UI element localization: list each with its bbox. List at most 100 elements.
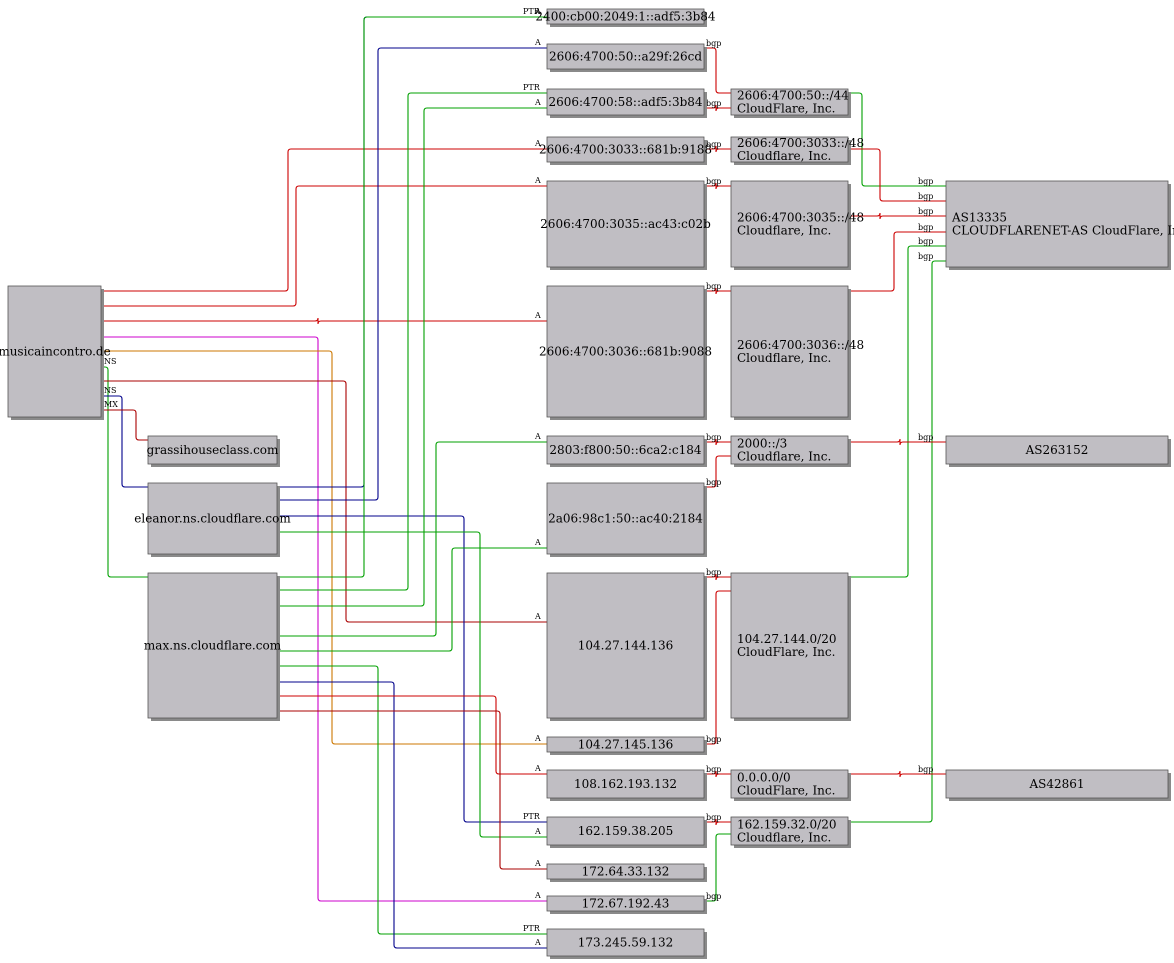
edge-label: A [534, 98, 541, 107]
edge-label: bgp [918, 207, 933, 216]
edge-label: bgp [706, 140, 721, 149]
edge-label: A [534, 538, 541, 547]
node-ip4[interactable]: 2606:4700:3033::681b:9188 [539, 136, 712, 165]
edge-line [704, 573, 731, 581]
node-ip9[interactable]: 104.27.144.136 [546, 572, 707, 721]
edge-max-ip1: A [277, 7, 547, 578]
node-ip7[interactable]: 2803:f800:50::6ca2:c184 [546, 435, 707, 467]
edge-pfx3-as1: bgp [848, 207, 946, 220]
edge-pfx6-as1: bgp [848, 237, 946, 578]
edge-line [277, 515, 547, 823]
edge-label: bgp [706, 39, 721, 48]
node-as2[interactable]: AS263152 [945, 435, 1171, 467]
node-box [546, 8, 705, 25]
node-ip5[interactable]: 2606:4700:3035::ac43:c02b [540, 180, 711, 270]
node-label: 2606:4700:3036::/48 [737, 338, 864, 352]
edge-musicaincontro-ip10: A [101, 350, 547, 745]
node-ip8[interactable]: 2a06:98c1:50::ac40:2184 [546, 482, 707, 557]
edge-eleanor-ip12: A [277, 531, 547, 838]
edge-line [277, 681, 547, 949]
edge-line [101, 350, 547, 745]
node-box [546, 435, 705, 465]
edge-label: A [534, 827, 541, 836]
edge-line [848, 231, 946, 292]
edge-label: PTR [523, 83, 541, 92]
node-label: 2606:4700:3033::681b:9188 [539, 143, 712, 157]
node-eleanor[interactable]: eleanor.ns.cloudflare.com [134, 482, 291, 557]
node-label: 162.159.38.205 [578, 824, 673, 838]
edge-label: bgp [706, 765, 721, 774]
edge-line [101, 380, 547, 623]
edge-eleanor-ip2: A [277, 38, 547, 501]
node-ip11[interactable]: 108.162.193.132 [546, 769, 707, 801]
node-ip1[interactable]: 2400:cb00:2049:1::adf5:3b84 [535, 8, 716, 27]
edge-pfx1-as1: bgp [848, 92, 946, 187]
edges-layer: AAAAANSANSMXPTRAPTRAAPTRAAAPTRAAAbgpbgpb… [101, 7, 946, 949]
node-box [147, 435, 278, 465]
edge-line [277, 531, 547, 838]
node-grassihouse[interactable]: grassihouseclass.com [147, 435, 280, 467]
edge-line [704, 438, 731, 446]
node-label: 173.245.59.132 [578, 936, 673, 950]
edge-label: bgp [918, 765, 933, 774]
node-box [546, 816, 705, 846]
node-box [546, 88, 705, 116]
edge-line [704, 182, 731, 190]
edge-line [848, 148, 946, 202]
edge-max-ip7: A [277, 432, 547, 637]
node-max[interactable]: max.ns.cloudflare.com [144, 572, 282, 721]
node-label: 172.64.33.132 [582, 865, 670, 879]
edge-ip8-pfx5: bgp [704, 455, 731, 488]
edge-label: bgp [706, 282, 721, 291]
edge-pfx7-as3: bgp [848, 765, 946, 778]
node-box [546, 482, 705, 555]
edge-label: bgp [706, 177, 721, 186]
edge-label: NS [104, 386, 116, 395]
edge-max-ip15: A [277, 681, 547, 949]
node-ip2[interactable]: 2606:4700:50::a29f:26cd [546, 43, 707, 72]
node-box [730, 180, 849, 268]
edge-max-ip13: A [277, 710, 547, 870]
node-box [546, 180, 705, 268]
edge-label: bgp [706, 735, 721, 744]
node-musicaincontro[interactable]: musicaincontro.de [0, 285, 111, 420]
edge-line [848, 260, 946, 823]
node-label: Cloudflare, Inc. [737, 149, 831, 163]
node-label: 108.162.193.132 [574, 777, 677, 791]
node-box [730, 88, 849, 116]
nodes-layer: musicaincontro.de grassihouseclass.com ele… [0, 8, 1174, 959]
node-as3[interactable]: AS42861 [945, 769, 1171, 801]
edge-label: A [534, 432, 541, 441]
node-label: 162.159.32.0/20 [737, 818, 836, 832]
edge-line [704, 590, 731, 745]
edge-musicaincontro-ip5: A [101, 176, 547, 307]
node-label: max.ns.cloudflare.com [144, 639, 282, 653]
node-ip6[interactable]: 2606:4700:3036::681b:9088 [539, 285, 712, 420]
node-ip10[interactable]: 104.27.145.136 [546, 736, 707, 755]
node-ip13[interactable]: 172.64.33.132 [546, 863, 707, 882]
edge-ip9-pfx6: bgp [704, 568, 731, 581]
node-ip12[interactable]: 162.159.38.205 [546, 816, 707, 848]
edge-max-ip15: PTR [277, 665, 547, 935]
node-ip14[interactable]: 172.67.192.43 [546, 895, 707, 914]
node-ip15[interactable]: 173.245.59.132 [546, 928, 707, 959]
node-ip3[interactable]: 2606:4700:58::adf5:3b84 [546, 88, 707, 118]
edge-max-ip3: A [277, 98, 547, 607]
node-label: 104.27.145.136 [578, 738, 673, 752]
node-label: Cloudflare, Inc. [737, 351, 831, 365]
edge-ip6-pfx4: bgp [704, 282, 731, 295]
node-label: Cloudflare, Inc. [737, 450, 831, 464]
edge-line [101, 336, 547, 902]
node-box [730, 572, 849, 719]
node-label: 2803:f800:50::6ca2:c184 [549, 443, 702, 457]
